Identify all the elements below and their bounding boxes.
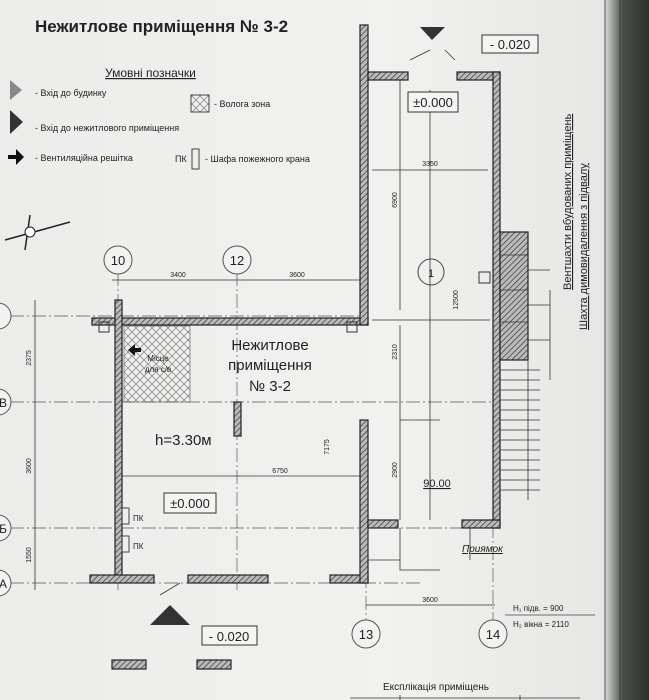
room-number: 1	[428, 268, 434, 280]
grid-axis-a	[0, 569, 12, 597]
walls	[89, 24, 529, 584]
explication-title: Експлікація приміщень	[383, 682, 489, 693]
floor-level: ±0.000	[413, 95, 453, 110]
room-name: приміщення	[228, 357, 312, 374]
ceiling-height: h=3.30м	[155, 432, 212, 449]
grid-axis-label: В	[0, 396, 7, 410]
grid-axis-12	[222, 245, 252, 275]
dimension-label: 6900	[392, 192, 399, 208]
fire-hydrant-cabinet-icon	[191, 148, 200, 170]
north-arrow-icon	[4, 214, 71, 251]
premises-entrance-triangle-icon	[150, 605, 190, 625]
fire-hydrant-cabinet	[121, 507, 130, 525]
grid-axis-label: 10	[111, 253, 125, 268]
grid-axis-14	[478, 619, 508, 649]
dimension-label: 3600	[26, 458, 33, 474]
dimension-label: 3350	[422, 161, 438, 168]
legend-label: - Шафа пожежного крана	[205, 154, 310, 164]
wet-zone-area	[123, 325, 191, 403]
dimension-label: 3400	[170, 272, 186, 279]
dimension-label: 2310	[392, 344, 399, 360]
grid-axis-10	[103, 245, 133, 275]
outside-level: - 0.020	[490, 37, 530, 52]
wet-zone-hatch-icon	[190, 94, 210, 113]
ventilation-arrow-icon	[8, 149, 24, 165]
sill-height: H₁ підв. = 900	[513, 604, 564, 613]
grid-axis-label: Б	[0, 522, 7, 536]
pit-label: Приямок	[462, 544, 504, 555]
smoke-shaft-label: Шахта димовидалення з підвалу	[578, 163, 590, 330]
premises-entrance-triangle-icon	[10, 110, 23, 134]
grid-axis-b	[0, 514, 12, 542]
pk-label: ПК	[133, 514, 144, 523]
vent-shaft-label: Вентшахти вбудованих приміщень	[562, 113, 574, 290]
legend-label: - Вентиляційна решітка	[35, 153, 133, 163]
building-entrance-triangle-icon	[10, 80, 22, 100]
ventilation-arrow-icon	[128, 344, 141, 356]
dimension-label: 3600	[289, 272, 305, 279]
dimension-label: 2900	[392, 462, 399, 478]
pk-label: ПК	[133, 542, 144, 551]
legend-pk-prefix: ПК	[175, 154, 187, 164]
dimension-label: 12500	[453, 290, 460, 310]
room-name: Нежитлове	[231, 337, 308, 354]
wc-label: Місце	[147, 354, 169, 363]
grid-axis-label: А	[0, 577, 7, 591]
dimension-label: 3600	[422, 597, 438, 604]
dimension-label: 6750	[272, 468, 288, 475]
outside-level: - 0.020	[209, 629, 249, 644]
dimension-label: 1550	[26, 547, 33, 563]
dimension-label: 7175	[324, 439, 331, 455]
grid-axis-label: 14	[486, 627, 500, 642]
wc-label: для с/в	[145, 365, 171, 374]
dimension-label: 2375	[26, 350, 33, 366]
grid-axis-13	[351, 619, 381, 649]
legend-header: Умовні позначки	[105, 66, 196, 80]
symbol	[111, 659, 147, 670]
window-height: H₂ вікна = 2110	[513, 620, 569, 629]
grid-axis-label: 12	[230, 253, 244, 268]
legend-label: - Вхід до будинку	[35, 88, 107, 98]
legend-label: - Вхід до нежитлового приміщення	[35, 123, 179, 133]
fire-hydrant-cabinet	[121, 535, 130, 553]
legend-label: - Волога зона	[214, 99, 270, 109]
plan-title: Нежитлове приміщення № 3-2	[35, 17, 288, 36]
grid-axis-label: 13	[359, 627, 373, 642]
room-number-circle	[417, 258, 445, 286]
grid-axis-v	[0, 388, 12, 416]
room-area: 90.00	[423, 478, 451, 490]
floor-level: ±0.000	[170, 496, 210, 511]
premises-entrance-triangle-icon	[420, 27, 445, 40]
room-number: № 3-2	[249, 378, 291, 395]
symbol	[196, 659, 232, 670]
